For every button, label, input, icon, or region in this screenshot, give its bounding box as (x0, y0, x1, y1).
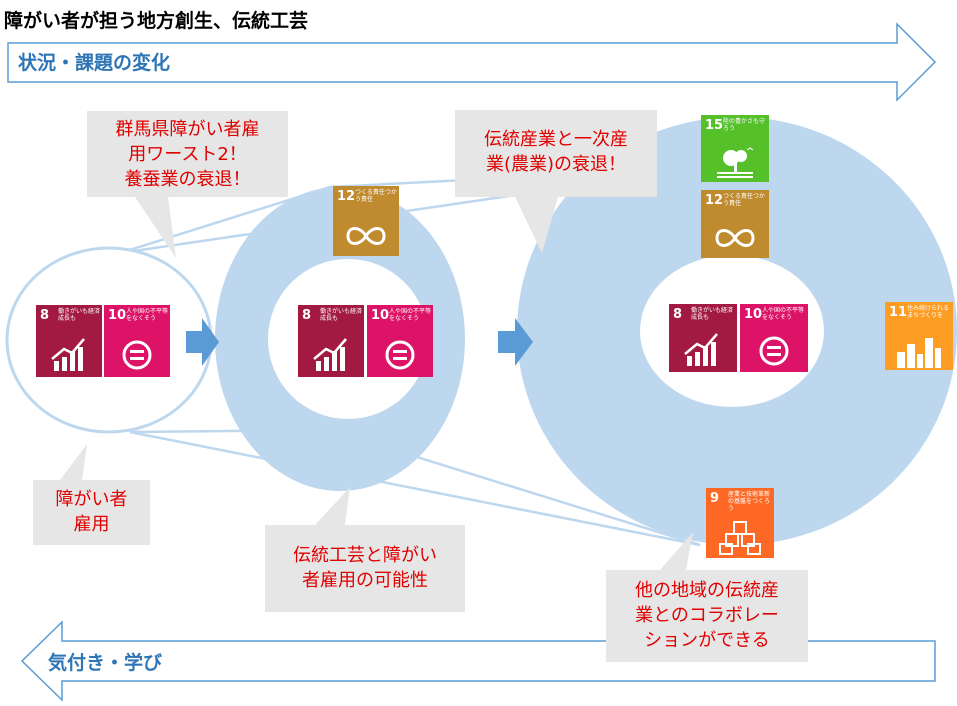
sdg-goal-9-text: 産業と技術革新の基盤をつくろう (728, 491, 771, 512)
sdg-goal-10-number: 10 (744, 307, 763, 322)
callout-craft-text: 伝統工芸と障がい 者雇用の可能性 (265, 543, 465, 593)
sdg-goal-8-tile-2: 8 働きがいも経済成長も (298, 305, 364, 377)
callout-collab-line-1: 他の地域の伝統産 (635, 580, 779, 601)
callout-gunma-line-1: 群馬県障がい者雇 (115, 119, 260, 140)
sdg-goal-12-text: つくる責任つかう責任 (723, 193, 765, 207)
sdg-goal-11-tile: 11 住み続けられるまちづくりを (885, 302, 953, 370)
sdg-goal-15-number: 15 (705, 118, 724, 133)
sdg-goal-10-number: 10 (371, 308, 390, 323)
sdg-goal-10-tile-3: 10 人や国の不平等をなくそう (740, 304, 808, 372)
sdg-goal-11-text: 住み続けられるまちづくりを (907, 305, 950, 319)
callout-collab-line-3: ションができる (644, 630, 770, 651)
callout-employment-box (33, 444, 150, 545)
sdg-goal-12-tile-2: 12 つくる責任つかう責任 (701, 190, 769, 258)
flow-arrow-2 (498, 318, 533, 366)
sdg-goal-12-text: つくる責任つかう責任 (355, 189, 397, 203)
sdg-goal-10-tile-2: 10 人や国の不平等をなくそう (367, 305, 433, 377)
callout-gunma-text: 群馬県障がい者雇 用ワースト2！ 養蚕業の衰退！ (87, 117, 288, 192)
growth-chart-icon (684, 333, 718, 366)
callout-primary-line-2: 業(農業)の衰退！ (485, 154, 627, 175)
callout-collab-box (606, 532, 808, 662)
sdg-goal-10-text: 人や国の不平等をなくそう (126, 308, 169, 322)
sdg-goal-15-tile: 15 陸の豊かさも守ろう (701, 115, 769, 182)
equality-icon (385, 340, 415, 370)
callout-gunma-box (87, 111, 288, 258)
sdg-goal-8-tile-3: 8 働きがいも経済成長も (669, 304, 737, 372)
callout-boxes (33, 110, 808, 662)
sdg-goal-10-text: 人や国の不平等をなくそう (762, 307, 805, 321)
callout-gunma-line-2: 用ワースト2！ (128, 144, 247, 165)
callout-craft-box (265, 487, 465, 612)
callout-gunma-line-3: 養蚕業の衰退！ (124, 169, 251, 190)
sdg-goal-10-text: 人や国の不平等をなくそう (389, 308, 432, 322)
sdg-goal-10-tile-1: 10 人や国の不平等をなくそう (104, 305, 170, 377)
bottom-arrow-label: 気付き・学び (48, 652, 163, 674)
medium-ring (215, 187, 465, 491)
page-title: 障がい者が担う地方創生、伝統工芸 (4, 10, 309, 32)
sdg-goal-8-text: 働きがいも経済成長も (691, 307, 734, 321)
infinity-icon (715, 229, 755, 247)
sdg-goal-8-text: 働きがいも経済成長も (58, 308, 101, 322)
growth-chart-icon (313, 338, 347, 371)
callout-employment-line-2: 雇用 (73, 514, 110, 535)
tree-icon (717, 147, 754, 178)
growth-chart-icon (51, 338, 85, 371)
city-buildings-icon (897, 338, 941, 368)
callout-employment-line-1: 障がい者 (55, 489, 128, 510)
equality-icon (122, 340, 152, 370)
flow-arrow-1 (186, 318, 219, 366)
callout-primary-box (455, 110, 657, 253)
sdg-goal-12-number: 12 (705, 193, 724, 208)
top-arrow-label: 状況・課題の変化 (18, 52, 171, 74)
sdg-goal-10-number: 10 (108, 308, 127, 323)
sdg-goal-12-number: 12 (337, 189, 356, 204)
sdg-goal-8-tile-1: 8 働きがいも経済成長も (36, 305, 102, 377)
callout-primary-text: 伝統産業と一次産 業(農業)の衰退！ (455, 127, 657, 177)
large-ring (517, 117, 957, 545)
callout-employment-text: 障がい者 雇用 (33, 487, 150, 537)
sdg-goal-8-number: 8 (302, 308, 312, 323)
top-progress-arrow (7, 22, 937, 102)
sdg-goal-15-text: 陸の豊かさも守ろう (723, 118, 766, 132)
sdg-goal-9-number: 9 (710, 491, 720, 506)
callout-collab-line-2: 業とのコラボレー (635, 605, 779, 626)
infinity-icon (346, 227, 386, 245)
sdg-goal-8-number: 8 (40, 308, 50, 323)
callout-collab-text: 他の地域の伝統産 業とのコラボレー ションができる (606, 578, 808, 653)
cubes-icon (719, 521, 761, 555)
sdg-goal-8-number: 8 (673, 307, 683, 322)
sdg-goal-9-tile: 9 産業と技術革新の基盤をつくろう (706, 488, 774, 558)
sdg-goal-11-number: 11 (889, 305, 908, 320)
callout-primary-line-1: 伝統産業と一次産 (484, 129, 628, 150)
sdg-goal-12-tile-1: 12 つくる責任つかう責任 (333, 186, 399, 256)
equality-icon (759, 336, 789, 366)
sdg-goal-8-text: 働きがいも経済成長も (320, 308, 363, 322)
callout-craft-line-2: 者雇用の可能性 (302, 570, 428, 591)
callout-craft-line-1: 伝統工芸と障がい (293, 545, 437, 566)
